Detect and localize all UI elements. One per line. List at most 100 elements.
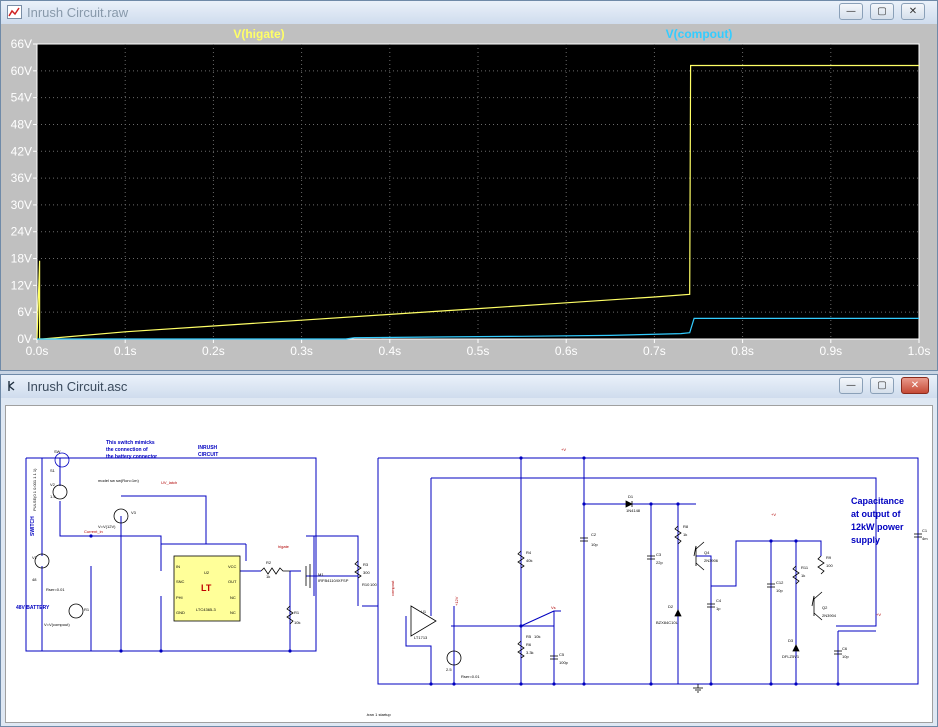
- x-tick-label: 0.6s: [555, 344, 578, 358]
- maximize-button[interactable]: ▢: [870, 3, 894, 20]
- r11-ref: R11: [801, 565, 809, 570]
- net-vp: +V: [561, 447, 566, 452]
- switch-model: SW: [54, 449, 61, 454]
- lt-logo: LT: [201, 583, 212, 593]
- x-tick-label: 0.2s: [202, 344, 225, 358]
- d1-part: 1N4148: [626, 508, 641, 513]
- x-tick-label: 0.9s: [819, 344, 842, 358]
- c12-value: 10p: [776, 588, 783, 593]
- ic-pin-in: IN: [176, 564, 180, 569]
- r6-value: 3.3k: [526, 650, 534, 655]
- schematic-canvas[interactable]: This switch mimicks the connection of th…: [5, 405, 933, 723]
- minimize-button[interactable]: —: [839, 3, 863, 20]
- series-line-1: [37, 317, 919, 340]
- ic-ref: U2: [204, 570, 210, 575]
- q2-ref: Q2: [822, 605, 828, 610]
- v2-ref: V2: [50, 482, 56, 487]
- schematic-drawing[interactable]: This switch mimicks the connection of th…: [6, 406, 932, 722]
- schematic-titlebar[interactable]: Inrush Circuit.asc — ▢ ✕: [1, 375, 937, 398]
- c5-ref: C5: [559, 652, 565, 657]
- y-tick-label: 66V: [11, 37, 32, 51]
- model-directive: model sw sw(Ron=1m): [98, 478, 139, 483]
- cl-ref: C1: [922, 528, 928, 533]
- x-tick-label: 0.1s: [114, 344, 137, 358]
- schematic-window: Inrush Circuit.asc — ▢ ✕: [0, 374, 938, 727]
- v3-ref: V3: [131, 510, 137, 515]
- q4-part: 2N3906: [704, 558, 719, 563]
- schematic-app-icon: [8, 381, 15, 391]
- plot-background: [36, 43, 920, 340]
- v3-expr: V=V(12V): [98, 524, 116, 529]
- inrush-note-line1: INRUSH: [198, 445, 218, 451]
- battery-label: 48V BATTERY: [16, 605, 50, 611]
- d3-ref: D3: [788, 638, 794, 643]
- ic-pin-snc: SNC: [176, 579, 185, 584]
- net-12v: +12V: [454, 596, 459, 606]
- d3-part: DFLZ5V1: [782, 654, 800, 659]
- switch-note-line3: the battery connector: [106, 454, 157, 460]
- r3-value: 300: [363, 570, 370, 575]
- series-label-0: V(higate): [233, 27, 284, 41]
- comparator-part: LT1713: [414, 635, 428, 640]
- ltc4365-ic[interactable]: [173, 555, 241, 622]
- capacitance-note-line2: at output of: [851, 509, 901, 519]
- y-tick-label: 0V: [17, 332, 32, 346]
- cl-value: 4m: [922, 536, 928, 541]
- c5-value: 100p: [559, 660, 569, 665]
- y-tick-label: 6V: [17, 305, 32, 319]
- r2-value: 1k: [266, 574, 270, 579]
- r6-ref: R6: [526, 642, 532, 647]
- close-button[interactable]: ✕: [901, 3, 925, 20]
- c4-ref: C4: [716, 598, 722, 603]
- ic-pin-vcc: VCC: [228, 564, 237, 569]
- d2-ref: D2: [668, 604, 674, 609]
- schematic-components: [34, 452, 922, 666]
- waveform-titlebar[interactable]: Inrush Circuit.raw — ▢ ✕: [1, 1, 937, 24]
- pulse-label: PULSE(0 1 0.001 1 1 1): [32, 468, 37, 511]
- v1-ref: V1: [32, 555, 38, 560]
- schematic-close-button[interactable]: ✕: [901, 377, 929, 394]
- net-vo-1: +V: [771, 512, 776, 517]
- r9-ref: R9: [826, 555, 832, 560]
- r3-ref: R3: [363, 562, 369, 567]
- q4-ref: Q4: [704, 550, 710, 555]
- c6-ref: C6: [842, 646, 848, 651]
- net-current-in: Current_in: [84, 529, 103, 534]
- ic-pin-phi: PHI: [176, 595, 183, 600]
- d1-ref: D1: [628, 494, 634, 499]
- mosfet-part: IRFB4110/IXFSP: [318, 578, 349, 583]
- r1-expr: V=V(compout): [44, 622, 70, 627]
- y-tick-label: 54V: [11, 91, 32, 105]
- y-tick-label: 12V: [11, 278, 32, 292]
- schematic-maximize-button[interactable]: ▢: [870, 377, 894, 394]
- x-tick-label: 0.8s: [731, 344, 754, 358]
- q2-part: 2N3904: [822, 613, 837, 618]
- y-tick-label: 42V: [11, 144, 32, 158]
- r1-ref: R1: [84, 607, 90, 612]
- waveform-app-icon: [7, 5, 22, 19]
- c12-ref: C12: [776, 580, 784, 585]
- r10-ref: R10: [362, 582, 370, 587]
- r4-ref: R4: [526, 550, 532, 555]
- r2-ref: R2: [266, 560, 272, 565]
- v1-value: 48: [32, 577, 37, 582]
- y-tick-label: 30V: [11, 198, 32, 212]
- r10-value: 100: [370, 582, 377, 587]
- x-tick-label: 1.0s: [908, 344, 931, 358]
- y-tick-label: 36V: [11, 171, 32, 185]
- schematic-minimize-button[interactable]: —: [839, 377, 863, 394]
- c4-value: 1p: [716, 606, 721, 611]
- c3-value: 22p: [656, 560, 663, 565]
- r11-value: 1k: [801, 573, 805, 578]
- x-tick-label: 0.5s: [467, 344, 490, 358]
- c3-ref: C3: [656, 552, 662, 557]
- c6-value: 10p: [842, 654, 849, 659]
- d2-part: BZX84C10L: [656, 620, 679, 625]
- y-tick-label: 24V: [11, 225, 32, 239]
- schematic-junctions: [89, 456, 840, 686]
- net-compout: compout: [390, 580, 395, 596]
- schematic-window-title: Inrush Circuit.asc: [27, 379, 128, 394]
